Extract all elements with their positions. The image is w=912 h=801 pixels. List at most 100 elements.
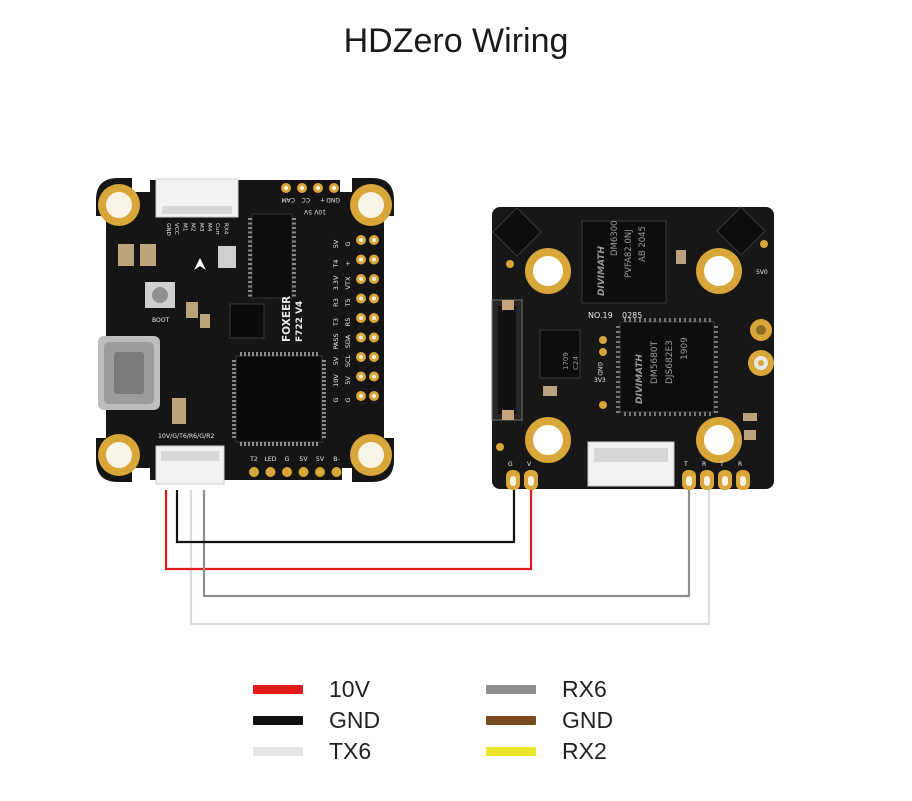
soc-pin xyxy=(714,351,718,353)
soc-pin xyxy=(616,366,620,368)
fc-right-pad-label: + xyxy=(344,261,352,266)
mcu-pin xyxy=(322,396,326,398)
mem-pin xyxy=(248,240,252,243)
soc-pin xyxy=(714,326,718,328)
vtx-hole-bl xyxy=(525,417,571,463)
mcu-pin xyxy=(276,442,278,446)
mcu-pin xyxy=(232,420,236,422)
soc-pin xyxy=(689,318,691,322)
mem-pin xyxy=(292,290,296,292)
fc-solder-pad-hole xyxy=(359,316,363,320)
boot-label: BOOT xyxy=(152,317,169,324)
vtx-rf-chip: DIVIMATH DM6300 PVFA82.0NJ AB 2045 xyxy=(581,220,667,304)
mcu-pin xyxy=(300,442,302,446)
fc-right-pad-label: SDA xyxy=(344,334,352,348)
vtx-chip1-line1: DM6300 xyxy=(610,220,620,256)
mcu-pin xyxy=(244,442,246,446)
vtx-board-id: NO.19 xyxy=(588,311,613,320)
mcu-pin xyxy=(232,400,236,402)
fc-right-pad-label: PASS xyxy=(332,333,340,349)
mcu-pin xyxy=(232,416,236,418)
mcu-pin xyxy=(322,416,326,418)
mem-pin xyxy=(248,285,252,288)
mcu-pin xyxy=(232,432,236,434)
fc-bottom-pad xyxy=(331,467,342,477)
fc-bottom-pad-label: LED xyxy=(264,456,276,463)
vtx-small-chip-1: 1709 xyxy=(562,352,570,370)
mem-pin xyxy=(292,249,296,252)
soc-pin xyxy=(654,318,656,322)
mcu-pin xyxy=(322,360,326,362)
soc-pin xyxy=(704,412,706,416)
fc-bottom-pad-label: 5V xyxy=(316,456,325,463)
vtx-hole-br xyxy=(696,417,742,463)
soc-pin xyxy=(616,411,620,413)
soc-pin xyxy=(714,411,718,413)
fc-solder-pad-hole xyxy=(359,374,363,379)
mem-pin xyxy=(292,272,296,274)
soc-pin xyxy=(714,406,718,408)
mcu-pin xyxy=(268,352,270,356)
mem-pin xyxy=(292,254,296,256)
soc-pin xyxy=(714,381,718,383)
mount-hole-tr xyxy=(350,184,392,226)
soc-pin xyxy=(644,412,646,416)
soc-pin xyxy=(616,406,620,408)
vtx-5v0-label: 5V0 xyxy=(756,269,768,276)
legend-item-10v: 10V xyxy=(253,676,370,703)
mem-pin xyxy=(248,294,252,297)
soc-pin xyxy=(616,396,620,398)
vtx-pad-r1: R xyxy=(702,461,706,468)
mem-pin xyxy=(292,281,296,283)
fc-top-pad-sub-label: 10V xyxy=(313,208,326,215)
fc-top-pad-label: CAM xyxy=(282,196,295,203)
fc-solder-pad-hole xyxy=(372,335,376,340)
mem-pin xyxy=(292,276,296,279)
mcu-pin xyxy=(232,436,236,438)
soc-pin xyxy=(616,331,620,333)
soc-pin xyxy=(664,318,666,322)
soc-pin xyxy=(684,412,686,416)
mcu-pin xyxy=(322,428,326,430)
mem-pin xyxy=(248,222,252,225)
mem-pin xyxy=(292,285,296,288)
mem-pin xyxy=(248,272,252,274)
soc-pin xyxy=(669,318,671,322)
mcu-pin xyxy=(260,442,262,446)
fc-bottom-pad xyxy=(298,467,309,477)
mem-pin xyxy=(292,236,296,238)
mcu-pin xyxy=(322,380,326,382)
mcu-pin xyxy=(232,408,236,410)
soc-pin xyxy=(624,318,626,322)
legend-swatch xyxy=(253,685,303,694)
soc-pin xyxy=(694,412,696,416)
fc-solder-pad-hole xyxy=(372,238,376,242)
mcu-pin xyxy=(272,352,274,356)
mcu-pin xyxy=(322,376,326,378)
vtx-bottom-connector xyxy=(587,441,675,487)
mcu-pin xyxy=(232,372,236,374)
fc-right-pad-label: 5V xyxy=(344,376,352,385)
fc-top-connector xyxy=(155,178,239,218)
mcu-pin xyxy=(308,442,310,446)
wires xyxy=(164,482,711,626)
vtx-board: DIVIMATH DM6300 PVFA82.0NJ AB 2045 DIVIM… xyxy=(491,206,774,490)
fc-top-pin-label: GND xyxy=(165,223,171,236)
fc-solder-pad-hole xyxy=(372,355,376,359)
mcu-pin xyxy=(280,352,282,356)
vtx-chip2-line2: DJS682E3 xyxy=(665,340,675,384)
soc-pin xyxy=(649,318,651,322)
mcu-pin xyxy=(316,442,318,446)
mem-pin xyxy=(248,263,252,265)
soc-pin xyxy=(709,412,711,416)
fc-right-pad-label: VTX xyxy=(344,276,352,289)
fc-top-pin-label: RX4 xyxy=(222,223,228,235)
mcu-pin xyxy=(264,352,266,356)
mem-pin xyxy=(292,222,296,225)
mcu-pin xyxy=(312,442,314,446)
fc-solder-pad-hole xyxy=(359,355,363,359)
mcu-pin xyxy=(232,388,236,390)
